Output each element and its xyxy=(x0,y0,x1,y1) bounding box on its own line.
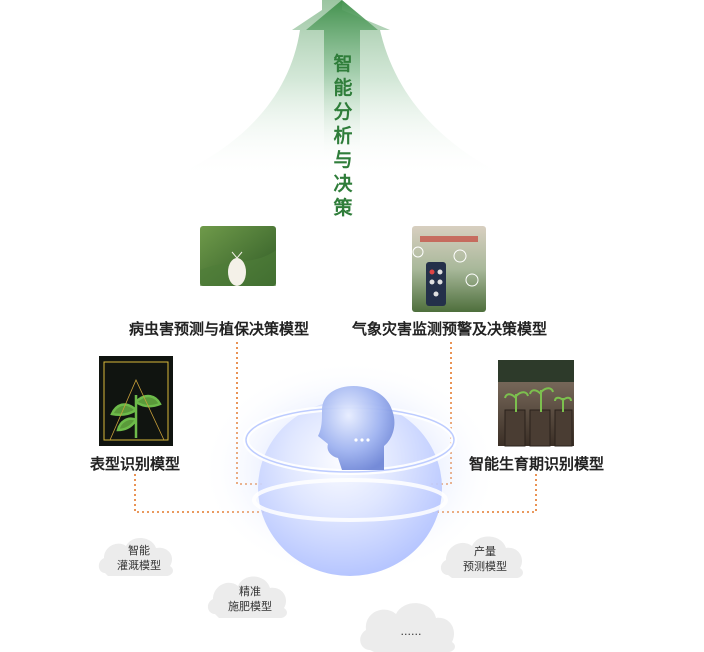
moth-icon xyxy=(228,258,246,286)
phone-icon xyxy=(426,262,446,306)
model-label-weather: 气象灾害监测预警及决策模型 xyxy=(352,320,548,338)
growth-photo xyxy=(498,360,574,447)
cloud-line: 产量 xyxy=(474,545,496,558)
model-label-pest: 病虫害预测与植保决策模型 xyxy=(129,320,310,338)
cloud-label-yield: 产量 预测模型 xyxy=(452,544,518,574)
diagram-title: 智能分析与决策 xyxy=(333,53,353,219)
cloud-line: 灌溉模型 xyxy=(117,559,161,572)
cloud-fertilizer xyxy=(207,576,287,618)
ai-sphere xyxy=(200,360,500,580)
pest-photo xyxy=(200,226,276,286)
cloud-label-fertilizer: 精准 施肥模型 xyxy=(217,584,283,614)
model-label-growth: 智能生育期识别模型 xyxy=(469,455,605,473)
upward-arrow xyxy=(170,0,510,178)
ai-head-icon xyxy=(318,386,395,470)
cloud-irrigation xyxy=(98,537,173,576)
model-label-phenotype: 表型识别模型 xyxy=(90,455,181,473)
cloud-line: 施肥模型 xyxy=(228,600,272,613)
cloud-line: 精准 xyxy=(239,585,261,598)
cloud-label-more: ...... xyxy=(400,625,422,638)
cloud-line: 预测模型 xyxy=(463,560,507,573)
phenotype-photo xyxy=(99,356,173,446)
cloud-more xyxy=(360,603,455,652)
cloud-label-irrigation: 智能 灌溉模型 xyxy=(107,543,171,573)
seedling-icon xyxy=(504,387,572,412)
weather-photo xyxy=(412,226,486,312)
cloud-line: 智能 xyxy=(128,544,150,557)
cloud-yield xyxy=(440,536,523,578)
